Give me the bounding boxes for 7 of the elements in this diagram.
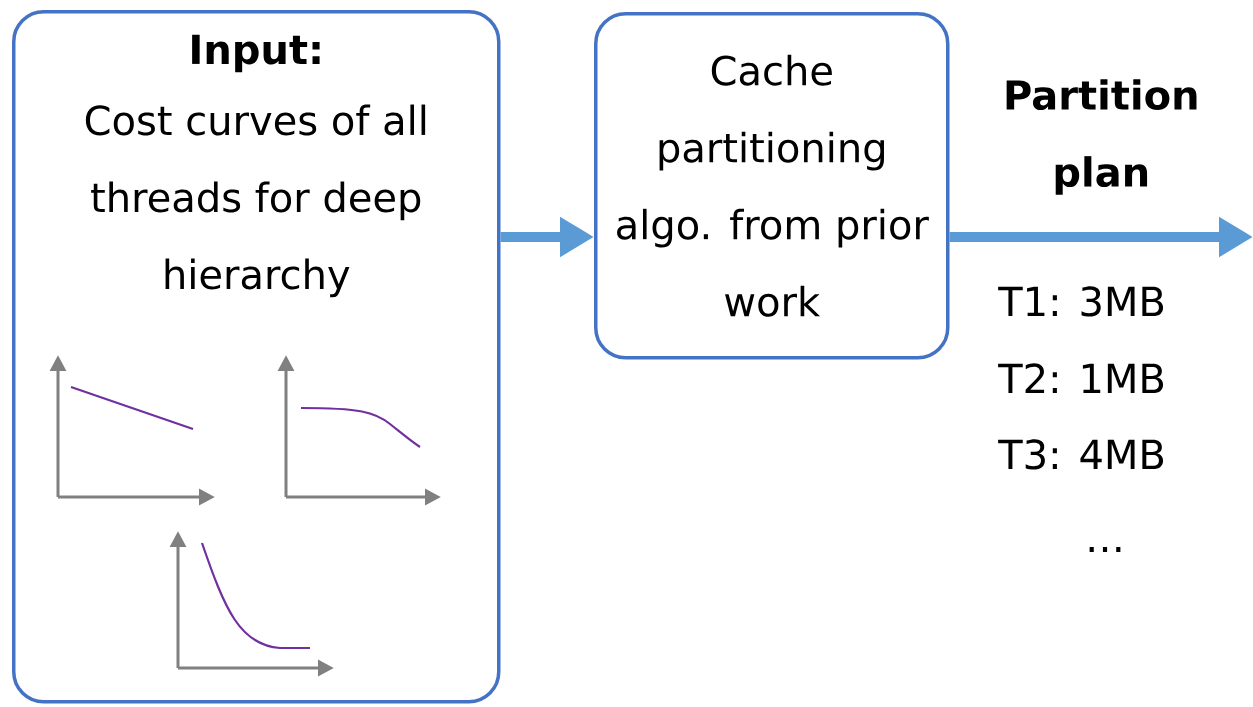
plan-entry: T2: 1MB — [998, 363, 1164, 393]
plan-entry: T1: 3MB — [998, 286, 1164, 317]
process-box: Cache partitioning algo. from prior work — [594, 12, 950, 360]
input-box: Input: Cost curves of all threads for deep hierarchy — [12, 10, 501, 704]
edge-label: Partition plan — [1006, 79, 1197, 195]
ellipsis: … — [1089, 547, 1121, 552]
plan-entry: T3: 4MB — [998, 439, 1164, 470]
